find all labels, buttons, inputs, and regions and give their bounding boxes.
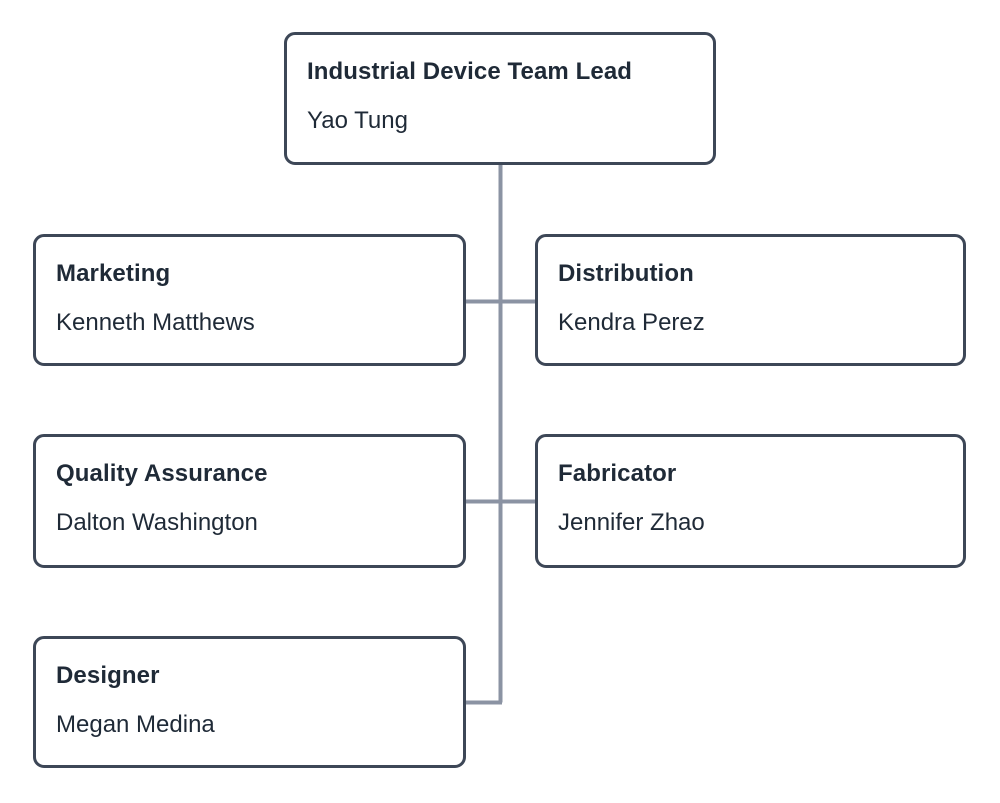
org-node-person: Yao Tung [307, 107, 408, 134]
org-node-title: Designer [56, 662, 160, 689]
org-node-title: Marketing [56, 260, 171, 287]
org-node-designer[interactable]: Designer Megan Medina [33, 636, 466, 768]
org-node-person: Jennifer Zhao [558, 509, 705, 536]
org-node-marketing[interactable]: Marketing Kenneth Matthews [33, 234, 466, 366]
org-node-distribution[interactable]: Distribution Kendra Perez [535, 234, 966, 366]
org-node-person: Kendra Perez [558, 309, 705, 336]
org-node-title: Industrial Device Team Lead [307, 58, 633, 85]
org-node-quality-assurance[interactable]: Quality Assurance Dalton Washington [33, 434, 466, 568]
org-node-title: Distribution [558, 260, 694, 287]
org-node-person: Kenneth Matthews [56, 309, 255, 336]
org-node-person: Megan Medina [56, 711, 215, 738]
org-node-title: Quality Assurance [56, 460, 268, 487]
org-node-fabricator[interactable]: Fabricator Jennifer Zhao [535, 434, 966, 568]
org-node-title: Fabricator [558, 460, 677, 487]
org-node-root[interactable]: Industrial Device Team Lead Yao Tung [284, 32, 716, 165]
org-node-person: Dalton Washington [56, 509, 258, 536]
